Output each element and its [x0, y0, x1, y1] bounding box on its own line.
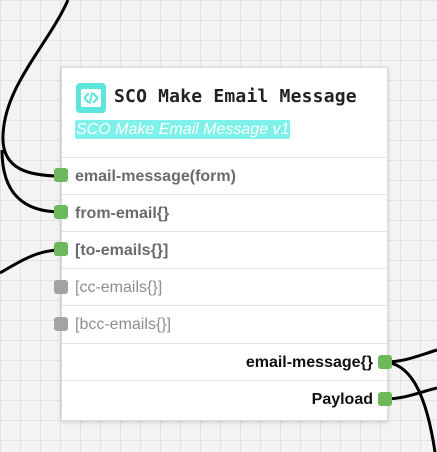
output-port-row: Payload [62, 380, 387, 418]
wire-email-message-out-2[interactable] [384, 360, 437, 452]
input-port-handle-to-emails[interactable] [54, 242, 68, 256]
email-message-node[interactable]: SCO Make Email Message SCO Make Email Me… [61, 67, 388, 421]
input-port-label: from-email{} [75, 205, 170, 222]
node-header[interactable]: SCO Make Email Message SCO Make Email Me… [62, 68, 387, 157]
input-port-row: [bcc-emails{}] [62, 305, 387, 343]
input-port-label: email-message(form) [75, 168, 236, 185]
input-port-label: [to-emails{}] [75, 242, 169, 259]
output-port-handle-payload[interactable] [378, 392, 392, 406]
output-port-label: email-message{} [245, 354, 373, 371]
input-port-handle-cc-emails[interactable] [54, 280, 68, 294]
input-port-handle-from-email[interactable] [54, 205, 68, 219]
input-port-label: [cc-emails{}] [75, 279, 163, 296]
wire-from-email[interactable] [0, 149, 62, 214]
output-port-label: Payload [311, 391, 373, 408]
output-port-row: email-message{} [62, 343, 387, 381]
node-title: SCO Make Email Message [114, 86, 357, 107]
wire-email-message-out[interactable] [384, 348, 437, 364]
input-port-handle-bcc-emails[interactable] [54, 317, 68, 331]
code-icon [76, 83, 106, 113]
input-port-row: from-email{} [62, 194, 387, 232]
input-port-handle-email-message-form[interactable] [54, 168, 68, 182]
input-port-row: email-message(form) [62, 157, 387, 195]
input-port-row: [to-emails{}] [62, 231, 387, 269]
wire-to-emails[interactable] [0, 248, 62, 275]
output-port-handle-email-message[interactable] [378, 355, 392, 369]
node-subtitle: SCO Make Email Message v1 [75, 120, 291, 139]
input-port-row: [cc-emails{}] [62, 268, 387, 306]
wire-payload-out[interactable] [384, 386, 437, 401]
wire-email-message-form[interactable] [1, 0, 70, 178]
input-port-label: [bcc-emails{}] [75, 316, 172, 333]
